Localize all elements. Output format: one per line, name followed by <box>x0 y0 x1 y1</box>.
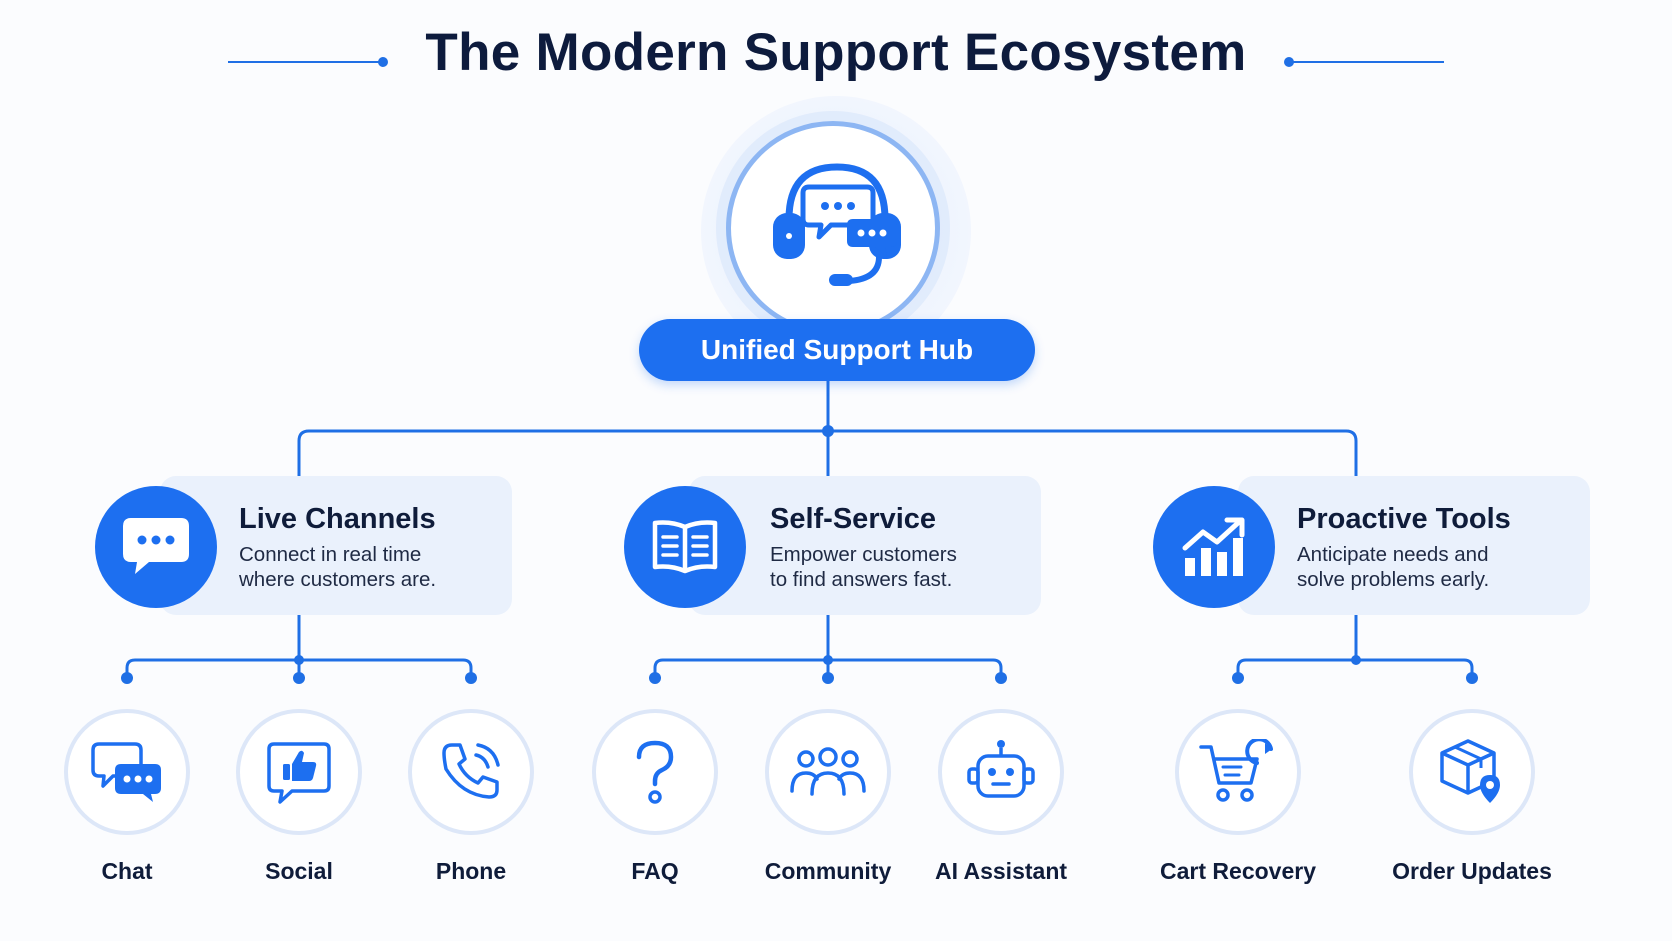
leaf-circle-chat <box>64 709 190 835</box>
page-title: The Modern Support Ecosystem <box>425 23 1247 82</box>
people-group-icon <box>790 747 866 796</box>
hub-label: Unified Support Hub <box>639 319 1035 381</box>
title-right-dot <box>1284 57 1294 67</box>
growth-chart-icon <box>1182 517 1245 576</box>
category-icon-circle-proactive-tools <box>1153 486 1275 608</box>
hub-circle <box>726 121 940 335</box>
robot-icon <box>967 740 1035 798</box>
category-icon-circle-live-channels <box>95 486 217 608</box>
leaf-label-phone: Phone <box>435 858 507 884</box>
leaf-circle-community <box>765 709 891 835</box>
leaf-circle-faq <box>592 709 718 835</box>
thumbs-up-icon <box>267 742 331 804</box>
category-card-self-service <box>689 476 1041 615</box>
open-book-icon <box>652 520 718 574</box>
leaf-circle-ai-assistant <box>938 709 1064 835</box>
leaf-circle-cart-recovery <box>1175 709 1301 835</box>
leaf-circle-order-updates <box>1409 709 1535 835</box>
leaf-label-chat: Chat <box>101 858 153 884</box>
leaf-circle-social <box>236 709 362 835</box>
category-card-proactive-tools <box>1238 476 1590 615</box>
title-bar: The Modern Support Ecosystem <box>0 14 1672 86</box>
leaf-label-ai-assistant: AI Assistant <box>934 858 1068 884</box>
leaf-label-community: Community <box>764 858 892 884</box>
chat-bubbles-icon <box>91 742 161 802</box>
category-desc-proactive-tools: Anticipate needs and solve problems earl… <box>1297 543 1490 591</box>
leaf-label-faq: FAQ <box>631 858 679 884</box>
category-desc-self-service: Empower customers to find answers fast. <box>770 543 957 591</box>
package-location-icon <box>1440 739 1500 803</box>
category-icon-circle-self-service <box>624 486 746 608</box>
title-left-dot <box>378 57 388 67</box>
headset-chat-icon <box>773 163 901 286</box>
category-desc-live-channels: Connect in real time where customers are… <box>239 543 437 591</box>
leaf-label-order-updates: Order Updates <box>1392 858 1552 884</box>
category-card-live-channels <box>160 476 512 615</box>
leaf-label-social: Social <box>265 858 333 884</box>
title-left-rule <box>228 61 382 63</box>
phone-icon <box>442 743 500 799</box>
category-title-live-channels: Live Channels <box>239 503 436 535</box>
leaf-circle-phone <box>408 709 534 835</box>
cart-refresh-icon <box>1199 739 1273 802</box>
title-right-rule <box>1290 61 1444 63</box>
question-mark-icon <box>636 740 674 804</box>
leaf-label-cart-recovery: Cart Recovery <box>1160 858 1316 884</box>
category-title-self-service: Self-Service <box>770 503 937 535</box>
chat-bubble-icon <box>123 518 189 574</box>
category-title-proactive-tools: Proactive Tools <box>1297 503 1511 535</box>
